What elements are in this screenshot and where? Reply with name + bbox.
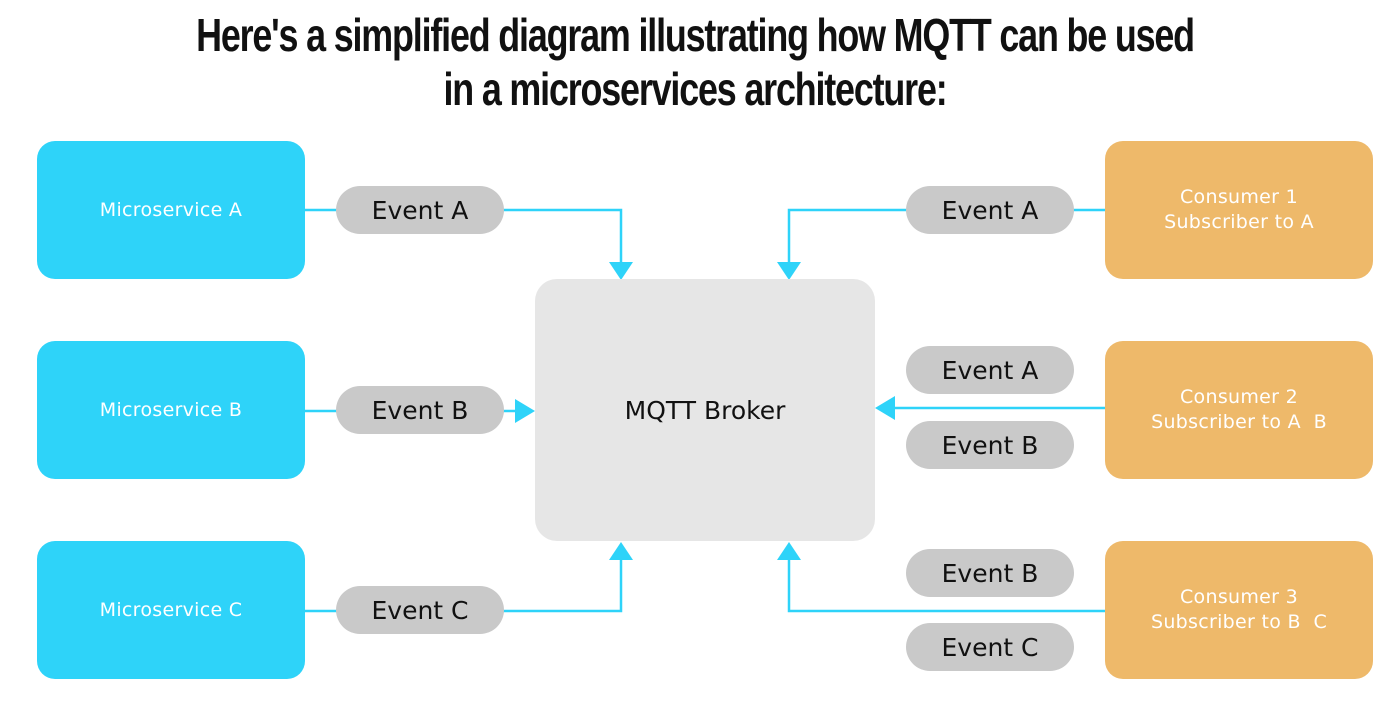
microservice-a-label: Microservice A	[99, 199, 243, 221]
event-pill-consumer-1-a: Event A	[906, 186, 1074, 234]
event-pill-microservice-c: Event C	[336, 586, 504, 634]
microservice-c-box: Microservice C	[37, 541, 305, 679]
event-pill-consumer-3-c: Event C	[906, 623, 1074, 671]
consumer-2-subscription: Subscriber to A B	[1151, 411, 1327, 433]
microservice-c-label: Microservice C	[99, 599, 243, 621]
diagram-title: Here's a simplified diagram illustrating…	[153, 8, 1237, 116]
consumer-1-box: Consumer 1 Subscriber to A	[1105, 141, 1373, 279]
connector-consumer-3	[787, 560, 1105, 613]
event-pill-microservice-a: Event A	[336, 186, 504, 234]
event-pill-microservice-b: Event B	[336, 386, 504, 434]
consumer-1-subscription: Subscriber to A	[1164, 211, 1314, 233]
consumer-2-box: Consumer 2 Subscriber to A B	[1105, 341, 1373, 479]
consumer-3-name: Consumer 3	[1179, 586, 1298, 608]
microservice-a-box: Microservice A	[37, 141, 305, 279]
event-pill-consumer-3-b: Event B	[906, 549, 1074, 597]
title-line-2: in a microservices architecture:	[443, 63, 947, 115]
consumer-1-name: Consumer 1	[1179, 186, 1298, 208]
arrowhead-consumer-3	[777, 542, 801, 560]
event-pill-consumer-2-a: Event A	[906, 346, 1074, 394]
arrowhead-microservice-c	[609, 542, 633, 560]
arrowhead-microservice-b	[515, 399, 535, 423]
arrowhead-microservice-a	[609, 262, 633, 280]
consumer-2-name: Consumer 2	[1179, 386, 1298, 408]
arrowhead-consumer-1	[777, 262, 801, 280]
microservice-b-box: Microservice B	[37, 341, 305, 479]
title-line-1: Here's a simplified diagram illustrating…	[196, 9, 1195, 61]
arrowhead-consumer-2	[875, 396, 895, 420]
event-pill-consumer-2-b: Event B	[906, 421, 1074, 469]
microservice-b-label: Microservice B	[99, 399, 243, 421]
mqtt-broker-box: MQTT Broker	[535, 279, 875, 541]
mqtt-broker-label: MQTT Broker	[624, 395, 786, 425]
consumer-3-box: Consumer 3 Subscriber to B C	[1105, 541, 1373, 679]
consumer-3-subscription: Subscriber to B C	[1150, 611, 1328, 633]
